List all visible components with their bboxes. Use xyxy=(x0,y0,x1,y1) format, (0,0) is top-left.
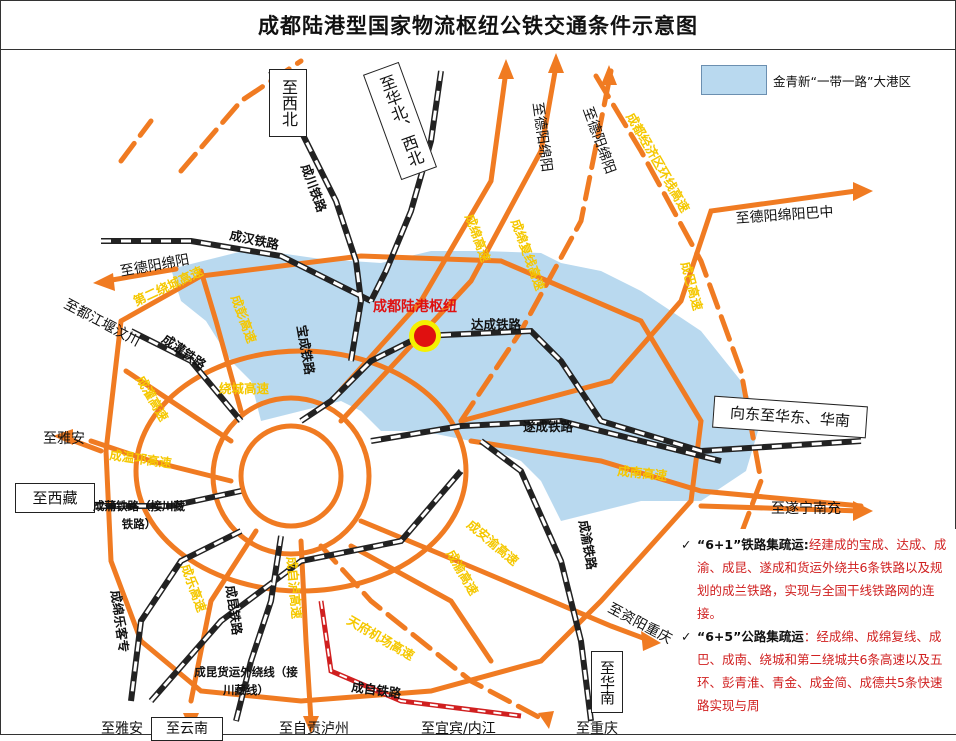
highway-chengan-yu xyxy=(358,518,654,644)
highway-chengnan xyxy=(468,438,864,509)
box-tibet: 至西藏 xyxy=(15,483,95,513)
legend-label: 金青新“一带一路”大港区 xyxy=(773,73,911,89)
label-chengyu-road: 成渝高速 xyxy=(443,547,481,598)
hub-marker[interactable] xyxy=(409,320,441,352)
hub-dot xyxy=(414,325,436,347)
dir-yaan: 至雅安 xyxy=(43,431,85,447)
box-south-china: 至华南 xyxy=(591,651,623,713)
label-chengzi: 成自铁路 xyxy=(351,679,403,701)
label-chengkun: 成昆铁路 xyxy=(223,584,245,636)
highway-chengmian xyxy=(328,68,509,404)
dir-deyang-mianyang-3: 至德阳绵阳 xyxy=(579,105,619,177)
label-ring-city: 绕城高速 xyxy=(219,381,270,396)
label-chengwenqiong: 成温邛高速 xyxy=(109,447,173,471)
arrow-north-3 xyxy=(601,65,617,85)
note-rail: ✓ “6+1”铁路集疏运:经建成的宝成、达成、成渝、成昆、遂成和货运外绕共6条铁… xyxy=(681,533,953,625)
box-chengpu: 成蒲铁路（接川藏铁路） xyxy=(93,499,185,531)
dir-bottom-4: 至宜宾/内江 xyxy=(421,721,496,734)
dir-suining-nanchong: 至遂宁南充 xyxy=(771,500,841,517)
page-title: 成都陆港型国家物流枢纽公铁交通条件示意图 xyxy=(258,14,698,38)
arrow-north-2 xyxy=(548,53,564,73)
dir-ziyang-chongqing: 至资阳重庆 xyxy=(605,600,674,647)
highway-chengzilu xyxy=(298,538,314,724)
label-chengnan: 成南高速 xyxy=(617,463,669,483)
railways xyxy=(96,69,862,722)
arrow-west-deyang xyxy=(93,273,115,291)
arrow-se-ziyang xyxy=(641,631,661,651)
arrow-north-1 xyxy=(498,59,514,79)
label-chengzilu: 成自泸高速 xyxy=(284,556,304,620)
arrow-east-bazhong xyxy=(853,182,873,201)
note-road: ✓ “6+5”公路集疏运：经成绵、成绵复线、成巴、成南、绕城和第二绕城共6条高速… xyxy=(681,625,953,717)
highway-chengle xyxy=(188,528,259,704)
label-suicheng: 遂成铁路 xyxy=(523,419,574,434)
legend: 金青新“一带一路”大港区 xyxy=(701,65,911,95)
dir-dujiangyan: 至都江堰汶川 xyxy=(61,296,143,350)
dir-bottom-5: 至重庆 xyxy=(576,721,618,734)
box-yunnan: 至云南 xyxy=(151,717,223,741)
highway-northeast-planned xyxy=(458,68,614,424)
label-chengan-yu: 成安渝高速 xyxy=(464,517,522,569)
dir-bottom-1: 至雅安 xyxy=(101,721,143,734)
highway-chengdu-econ-ring xyxy=(593,73,764,564)
highway-dianyang xyxy=(103,266,179,284)
box-chengkun-freight: 成昆货运外绕线（接川藏线） xyxy=(194,665,298,697)
label-chengmianle: 成绵乐客专 xyxy=(108,589,132,653)
highway-chengmian-fuxian xyxy=(338,63,559,424)
note-road-body: ：经成绵、成绵复线、成巴、成南、绕城和第二绕城共6条高速以及五环、彭青淮、青金、… xyxy=(697,629,943,713)
box-northwest: 至西北 xyxy=(269,69,307,137)
highway-chengwenqiong xyxy=(88,438,234,484)
direction-arrows xyxy=(53,53,873,734)
highway-chengyu xyxy=(348,543,494,664)
highway-chengba xyxy=(458,188,859,424)
arrow-south-3 xyxy=(538,711,554,729)
note-rail-head: “6+1”铁路集疏运: xyxy=(697,537,809,552)
dir-bottom-3: 至自贡泸州 xyxy=(279,721,349,734)
legend-swatch xyxy=(701,65,767,95)
notes-panel: ✓ “6+1”铁路集疏运:经建成的宝成、达成、成渝、成昆、遂成和货运外绕共6条铁… xyxy=(673,529,956,734)
note-road-head: “6+5”公路集疏运 xyxy=(697,629,804,644)
rail-chengkun xyxy=(233,535,284,722)
arrow-east-suining xyxy=(853,501,873,521)
highway-northwest-planned xyxy=(118,118,154,164)
arrow-south-1 xyxy=(303,716,319,734)
hub-label: 成都陆港枢纽 xyxy=(373,298,457,315)
note-rail-body: 经建成的宝成、达成、成渝、成昆、遂成和货运外绕共6条铁路以及规划的成兰铁路，实现… xyxy=(697,537,947,621)
highway-second-ring xyxy=(103,253,704,704)
label-dacheng: 达成铁路 xyxy=(471,317,522,332)
highways xyxy=(58,58,864,724)
highway-suining xyxy=(698,503,864,514)
label-chengyu-rail: 成渝铁路 xyxy=(576,519,600,571)
port-area xyxy=(171,249,761,521)
check-icon: ✓ xyxy=(681,629,692,644)
highway-chengguan xyxy=(123,368,234,444)
highway-chengpeng xyxy=(198,268,244,414)
title-bar: 成都陆港型国家物流枢纽公铁交通条件示意图 xyxy=(1,1,955,50)
label-econ-ring: 成都经济区环线高速 xyxy=(623,110,692,215)
map-canvas: 成都陆港枢纽 成川铁路 成汉铁路 宝成铁路 达成铁路 成灌铁路 遂成铁路 成昆铁… xyxy=(43,53,873,734)
inner-ring xyxy=(238,423,344,529)
label-tianfu-airport: 天府机场高速 xyxy=(345,613,418,664)
label-chengchuan: 成川铁路 xyxy=(298,162,329,215)
arrow-west-yaan xyxy=(53,429,73,445)
dir-deyang-mianyang-bazhong: 至德阳绵阳巴中 xyxy=(735,203,834,227)
check-icon: ✓ xyxy=(681,537,692,552)
highway-tianfu-airport xyxy=(318,543,549,724)
